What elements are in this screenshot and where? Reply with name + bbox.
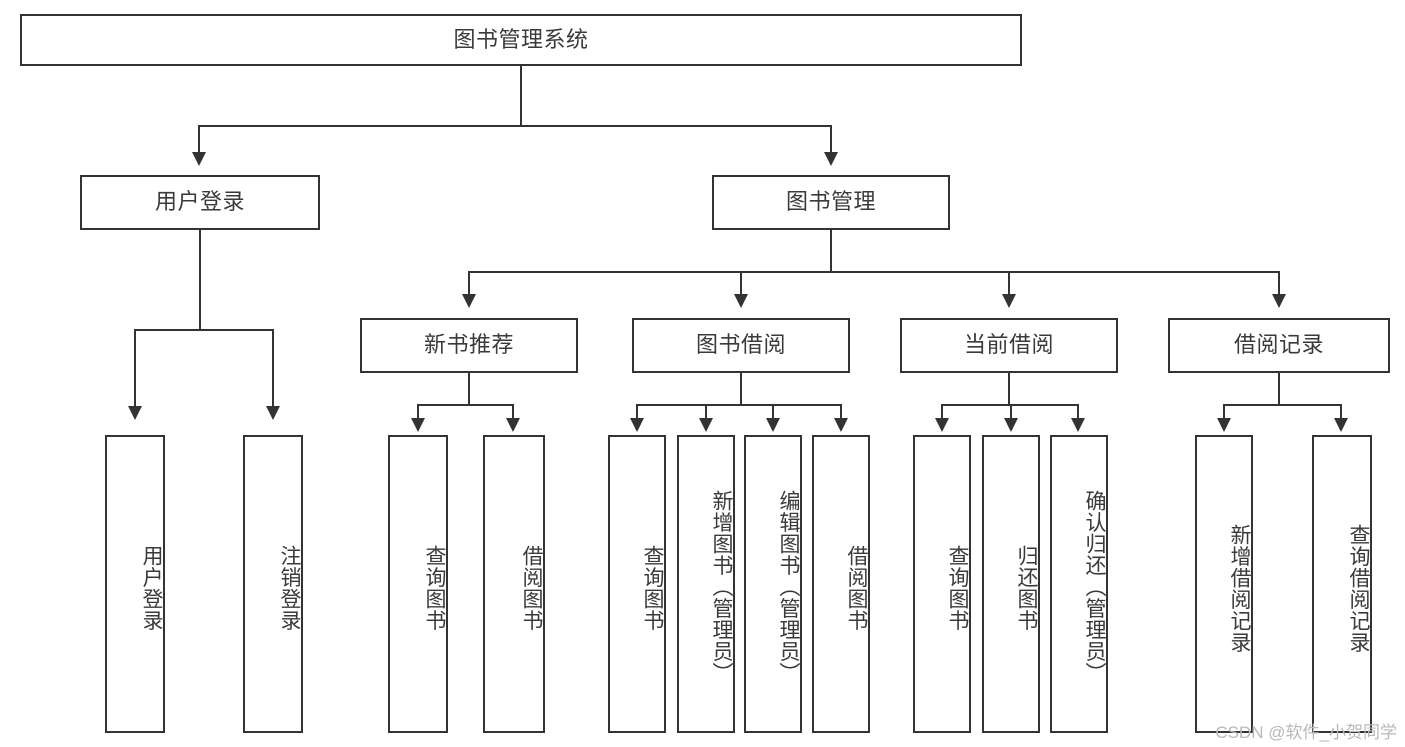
leaf-query-book-a-label: 查询图书 [423,545,446,631]
arrowhead-borrow-record [1272,294,1286,308]
arrowhead-leaf-return-book [1004,418,1018,432]
connector-leaf-borrow-book-b-drop [840,404,842,420]
connector-leaf-query-book-c-drop [941,404,943,420]
arrowhead-leaf-confirm-return [1071,418,1085,432]
arrowhead-new-book-rec [462,294,476,308]
leaf-confirm-return[interactable]: 确认归还（管理员） [1050,435,1108,733]
arrowhead-leaf-query-book-b [630,418,644,432]
leaf-logout-label: 注销登录 [278,545,301,631]
node-current-borrow[interactable]: 当前借阅 [900,318,1118,373]
connector-level3-bus [468,271,1280,273]
connector-level3-drop-current-borrow [1008,271,1010,297]
node-borrow-record-label: 借阅记录 [1233,332,1324,358]
connector-level3-drop-book-borrow [740,271,742,297]
node-user-login[interactable]: 用户登录 [80,175,320,230]
connector-leaf-add-record-drop [1223,404,1225,420]
connector-root-stem [520,66,522,126]
node-book-manage-label: 图书管理 [785,189,876,215]
leaf-query-book-b[interactable]: 查询图书 [608,435,666,733]
leaf-query-book-b-label: 查询图书 [641,545,664,631]
node-new-book-rec-label: 新书推荐 [423,332,514,358]
connector-leaf-logout-drop [272,329,274,409]
arrowhead-leaf-add-book [699,418,713,432]
arrowhead-book-borrow [734,294,748,308]
connector-root-bus [198,125,832,127]
arrowhead-leaf-borrow-book-b [834,418,848,432]
leaf-query-book-c[interactable]: 查询图书 [913,435,971,733]
leaf-return-book[interactable]: 归还图书 [982,435,1040,733]
connector-leaf-login-drop [134,329,136,409]
connector-level3-drop-borrow-record [1278,271,1280,297]
leaf-user-login-label: 用户登录 [140,545,163,631]
connector-borrow-record-stem [1278,373,1280,405]
arrowhead-user-login [192,152,206,166]
connector-leaf-add-book-drop [705,404,707,420]
connector-new-book-rec-stem [468,373,470,405]
leaf-user-login[interactable]: 用户登录 [105,435,165,733]
connector-leaf-query-book-b-drop [636,404,638,420]
connector-level3-drop-new-book-rec [468,271,470,297]
connector-leaf-borrow-book-a-drop [512,404,514,420]
leaf-edit-book-label: 编辑图书（管理员） [777,490,800,684]
arrowhead-leaf-logout [266,406,280,420]
node-book-manage[interactable]: 图书管理 [712,175,950,230]
leaf-return-book-label: 归还图书 [1015,545,1038,631]
leaf-query-book-a[interactable]: 查询图书 [388,435,448,733]
leaf-query-book-c-label: 查询图书 [946,545,969,631]
node-book-borrow-label: 图书借阅 [695,332,786,358]
leaf-borrow-book-a-label: 借阅图书 [520,545,543,631]
leaf-add-book-label: 新增图书（管理员） [710,490,733,684]
connector-new-book-rec-bus [417,404,514,406]
connector-book-manage-stem [830,230,832,272]
leaf-borrow-book-b-label: 借阅图书 [845,545,868,631]
node-root-label: 图书管理系统 [453,26,589,52]
connector-leaf-confirm-return-drop [1077,404,1079,420]
arrowhead-leaf-login [128,406,142,420]
node-borrow-record[interactable]: 借阅记录 [1168,318,1390,373]
node-book-borrow[interactable]: 图书借阅 [632,318,850,373]
leaf-add-record-label: 新增借阅记录 [1228,523,1251,653]
connector-user-login-bus [134,329,274,331]
connector-leaf-query-book-a-drop [417,404,419,420]
arrowhead-leaf-query-record [1334,418,1348,432]
connector-root-drop-user-login [198,125,200,155]
leaf-query-record-label: 查询借阅记录 [1347,523,1370,653]
leaf-add-record[interactable]: 新增借阅记录 [1195,435,1253,733]
arrowhead-leaf-add-record [1217,418,1231,432]
connector-book-borrow-bus [636,404,842,406]
arrowhead-leaf-edit-book [766,418,780,432]
node-root[interactable]: 图书管理系统 [20,14,1022,66]
connector-leaf-edit-book-drop [772,404,774,420]
arrowhead-current-borrow [1002,294,1016,308]
connector-leaf-return-book-drop [1010,404,1012,420]
node-current-borrow-label: 当前借阅 [963,332,1054,358]
node-new-book-rec[interactable]: 新书推荐 [360,318,578,373]
leaf-confirm-return-label: 确认归还（管理员） [1083,490,1106,684]
connector-user-login-stem [199,230,201,330]
leaf-borrow-book-a[interactable]: 借阅图书 [483,435,545,733]
connector-root-drop-book-manage [830,125,832,155]
arrowhead-leaf-query-book-c [935,418,949,432]
connector-leaf-query-record-drop [1340,404,1342,420]
arrowhead-leaf-borrow-book-a [506,418,520,432]
leaf-query-record[interactable]: 查询借阅记录 [1312,435,1372,733]
connector-borrow-record-bus [1223,404,1342,406]
node-user-login-label: 用户登录 [154,189,245,215]
connector-book-borrow-stem [740,373,742,405]
leaf-logout[interactable]: 注销登录 [243,435,303,733]
arrowhead-leaf-query-book-a [411,418,425,432]
arrowhead-book-manage [824,152,838,166]
connector-current-borrow-stem [1008,373,1010,405]
leaf-add-book[interactable]: 新增图书（管理员） [677,435,735,733]
leaf-edit-book[interactable]: 编辑图书（管理员） [744,435,802,733]
leaf-borrow-book-b[interactable]: 借阅图书 [812,435,870,733]
